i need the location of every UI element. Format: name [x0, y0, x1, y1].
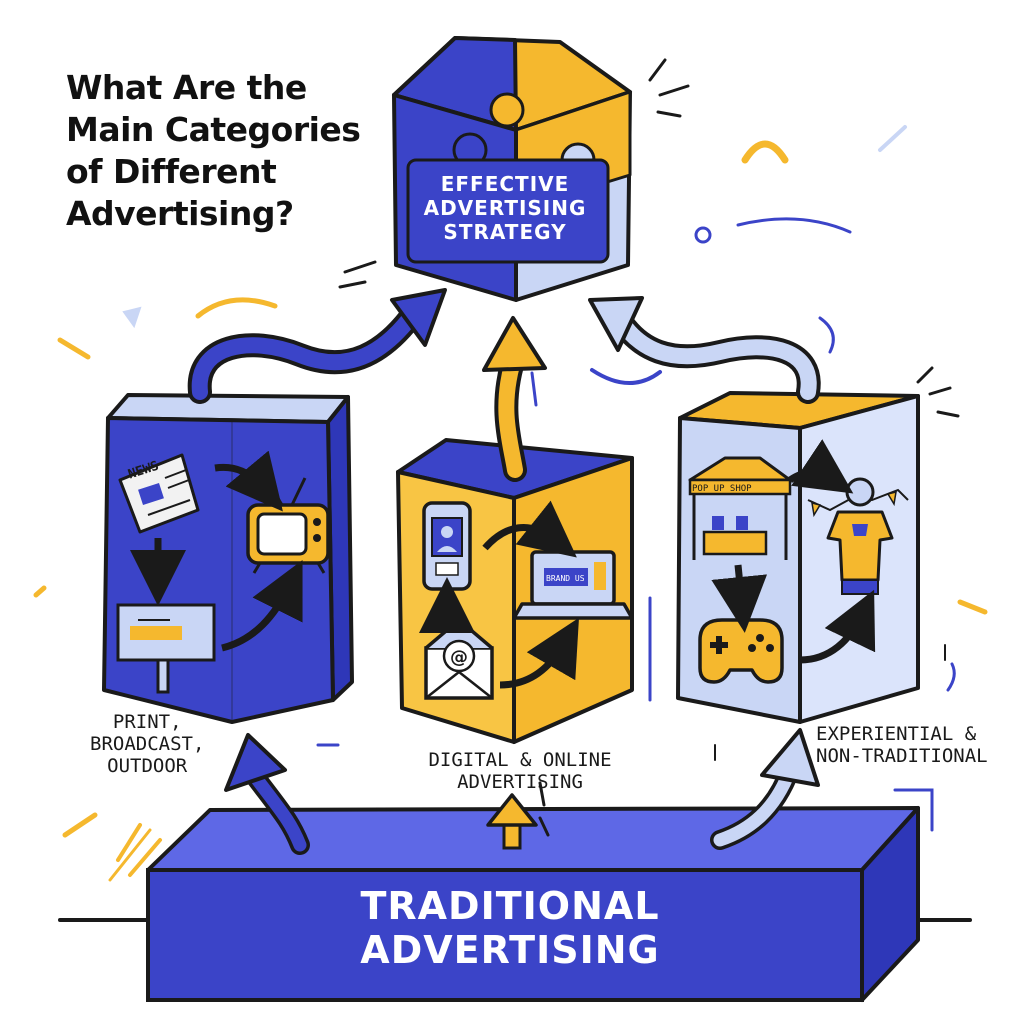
arrow-middle-to-hub [482, 316, 547, 482]
phone-icon [422, 501, 472, 591]
right-inner-arrow-1 [788, 439, 854, 494]
base-label-line-1: TRADITIONAL [360, 884, 660, 928]
newspaper-icon: NEWS [118, 453, 200, 534]
category-label-experiential-line-1: EXPERIENTIAL & [816, 723, 977, 745]
tv-icon [246, 477, 330, 574]
base-block [146, 806, 920, 1002]
arrow-base-to-left [224, 733, 310, 855]
hub-label-line-3: STRATEGY [443, 220, 567, 244]
base-label-line-2: ADVERTISING [360, 927, 660, 972]
hub-label: EFFECTIVE ADVERTISING STRATEGY [405, 172, 605, 244]
middle-inner-arrow-3 [499, 617, 579, 689]
category-label-experiential: EXPERIENTIAL & NON-TRADITIONAL [816, 723, 988, 768]
arrow-right-to-hub [588, 296, 821, 404]
category-label-experiential-line-2: NON-TRADITIONAL [816, 744, 988, 767]
title-line-3: of Different [66, 152, 277, 191]
category-label-print: PRINT, BROADCAST, OUTDOOR [90, 711, 205, 778]
title-line-4: Advertising? [66, 194, 294, 233]
arrow-left-to-hub [187, 288, 447, 404]
hub-puzzle-cube [392, 36, 632, 302]
hub-label-line-1: EFFECTIVE [440, 172, 570, 196]
popup-shop-label: POP UP SHOP [692, 484, 752, 494]
left-inner-arrow-3 [221, 559, 303, 652]
middle-inner-arrow-1 [482, 500, 577, 558]
decorative-doodles [33, 58, 988, 882]
hub-label-line-2: ADVERTISING [423, 196, 587, 220]
category-label-digital: DIGITAL & ONLINE ADVERTISING [420, 749, 620, 794]
title-line-2: Main Categories [66, 110, 361, 149]
category-label-print-line-3: OUTDOOR [107, 754, 188, 777]
left-inner-arrow-1 [214, 450, 283, 512]
category-label-digital-line-1: DIGITAL & ONLINE [428, 749, 612, 771]
category-label-print-line-2: BROADCAST, [90, 732, 205, 755]
billboard-icon [116, 603, 216, 694]
popup-tent-icon: POP UP SHOP [688, 456, 792, 560]
arrow-base-to-middle [486, 793, 538, 850]
title-line-1: What Are the [66, 68, 307, 107]
category-label-digital-line-2: ADVERTISING [457, 770, 583, 793]
laptop-icon: BRAND US [512, 550, 634, 620]
arrow-base-to-right [710, 728, 820, 850]
category-label-print-line-1: PRINT, [112, 711, 182, 733]
right-inner-arrow-2 [711, 564, 768, 633]
base-label: TRADITIONAL ADVERTISING [300, 884, 720, 972]
right-inner-arrow-3 [799, 589, 876, 664]
gamepad-icon [698, 618, 784, 684]
laptop-screen-label: BRAND US [546, 574, 585, 583]
email-at-symbol: @ [450, 647, 468, 668]
